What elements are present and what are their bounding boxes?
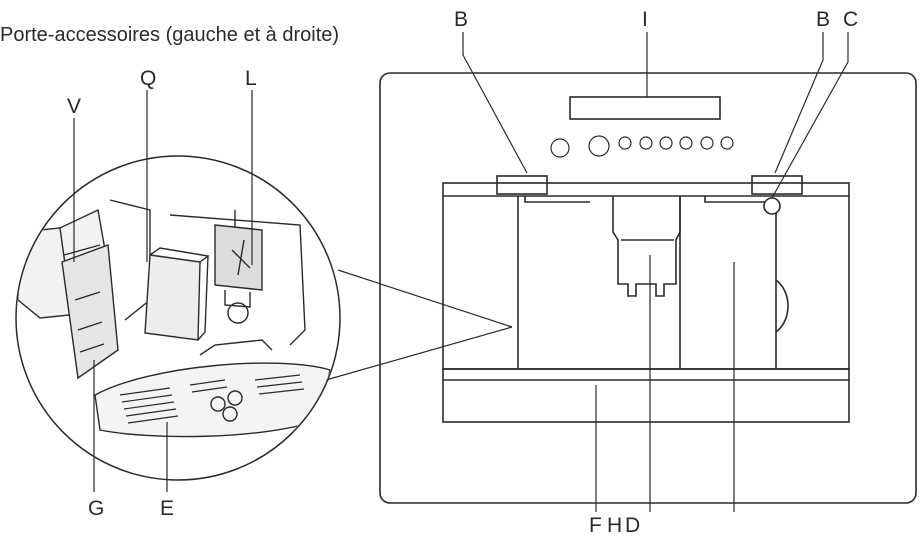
button-5 — [700, 136, 714, 150]
button-3 — [659, 136, 673, 150]
coffee-spout — [612, 196, 681, 297]
button-2 — [639, 136, 653, 150]
machine-body — [442, 182, 850, 370]
label-B-left: B — [454, 8, 468, 31]
display-panel — [569, 96, 721, 120]
outer-frame — [379, 72, 917, 504]
knob-right — [588, 135, 610, 157]
label-G: G — [88, 497, 104, 520]
label-B-right: B — [816, 8, 830, 31]
indicator-C — [763, 197, 781, 215]
button-6 — [720, 136, 734, 150]
detail-contents — [17, 199, 331, 438]
panel-G — [61, 244, 119, 380]
button-1 — [618, 136, 632, 150]
button-4 — [679, 136, 693, 150]
drip-tray — [442, 368, 850, 423]
caption-text: Porte-accessoires (gauche et à droite) — [0, 24, 339, 46]
spout-L — [214, 224, 263, 291]
label-D: D — [625, 514, 640, 537]
label-Q: Q — [140, 67, 156, 90]
label-H: H — [607, 514, 622, 537]
label-F: F — [589, 514, 602, 537]
accessory-holder-left — [496, 175, 548, 195]
label-V: V — [67, 95, 81, 118]
leader-lines — [325, 32, 849, 512]
tray-grille — [119, 374, 305, 424]
detail-leader-lines — [73, 90, 253, 492]
label-L: L — [245, 67, 257, 90]
knob-left — [550, 138, 570, 158]
label-C: C — [843, 8, 858, 31]
appliance-front-view — [379, 72, 917, 504]
container-Q — [144, 254, 201, 341]
label-E: E — [160, 497, 174, 520]
detail-magnifier — [15, 155, 341, 481]
control-buttons — [550, 135, 734, 158]
accessory-holder-right — [751, 175, 803, 195]
magnifier-circle — [15, 155, 341, 481]
label-I: I — [642, 8, 648, 31]
